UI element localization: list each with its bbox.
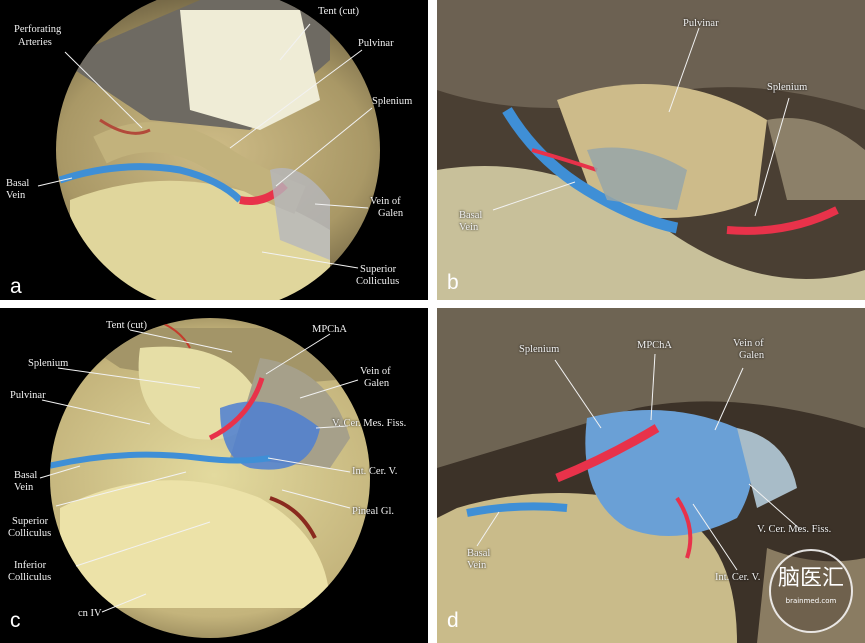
label-galen-1: Vein of [360, 366, 391, 377]
label-splenium: Splenium [28, 358, 69, 369]
label-tent-cut: Tent (cut) [318, 6, 359, 17]
panel-a: Tent (cut) Perforating Arteries Pulvinar… [0, 0, 428, 300]
watermark-text: 脑医汇 [777, 566, 844, 591]
label-basal-1: Basal [459, 210, 483, 221]
panel-letter-c: c [10, 609, 21, 632]
label-sup-coll-2: Colliculus [356, 276, 400, 287]
label-splenium: Splenium [767, 82, 808, 93]
panel-a-photo [37, 0, 380, 300]
label-basal-2: Vein [14, 482, 34, 493]
label-pulvinar: Pulvinar [358, 38, 394, 49]
label-int-cer-v: Int. Cer. V. [715, 572, 761, 583]
label-inf-coll-1: Inferior [14, 560, 47, 571]
label-tent-cut: Tent (cut) [106, 320, 147, 331]
panel-letter-b: b [447, 271, 459, 294]
label-sup-coll-1: Superior [12, 516, 49, 527]
label-splenium: Splenium [519, 344, 560, 355]
label-galen-1: Vein of [733, 338, 764, 349]
label-mpcha: MPChA [312, 324, 348, 335]
watermark-logo: 脑医汇 brainmed.com [769, 549, 853, 633]
panel-b-photo [437, 0, 865, 300]
label-pineal: Pineal Gl. [352, 506, 394, 517]
panel-letter-d: d [447, 609, 459, 632]
label-inf-coll-2: Colliculus [8, 572, 52, 583]
label-galen-2: Galen [378, 208, 404, 219]
label-perforating-2: Arteries [18, 37, 52, 48]
label-galen-2: Galen [739, 350, 765, 361]
label-sup-coll-2: Colliculus [8, 528, 52, 539]
label-galen-2: Galen [364, 378, 390, 389]
label-basal-2: Vein [6, 190, 26, 201]
label-pulvinar: Pulvinar [10, 390, 46, 401]
label-galen-1: Vein of [370, 196, 401, 207]
label-perforating-1: Perforating [14, 24, 62, 35]
panel-c: Tent (cut) MPChA Splenium Vein of Galen … [0, 308, 428, 643]
panel-d: Splenium MPChA Vein of Galen V. Cer. Mes… [437, 308, 865, 643]
label-int-cer-v: Int. Cer. V. [352, 466, 398, 477]
panel-c-photo [39, 318, 370, 638]
label-splenium: Splenium [372, 96, 413, 107]
watermark-sub: brainmed.com [785, 597, 837, 605]
label-basal-1: Basal [467, 548, 491, 559]
label-basal-1: Basal [6, 178, 30, 189]
label-basal-2: Vein [467, 560, 487, 571]
label-cn-iv: cn IV [78, 608, 102, 619]
label-v-cer-mes: V. Cer. Mes. Fiss. [757, 524, 832, 535]
panel-b: Pulvinar Splenium Basal Vein b [437, 0, 865, 300]
label-pulvinar: Pulvinar [683, 18, 719, 29]
label-v-cer-mes: V. Cer. Mes. Fiss. [332, 418, 407, 429]
label-sup-coll-1: Superior [360, 264, 397, 275]
label-mpcha: MPChA [637, 340, 673, 351]
panel-letter-a: a [10, 275, 22, 298]
label-basal-2: Vein [459, 222, 479, 233]
label-basal-1: Basal [14, 470, 38, 481]
